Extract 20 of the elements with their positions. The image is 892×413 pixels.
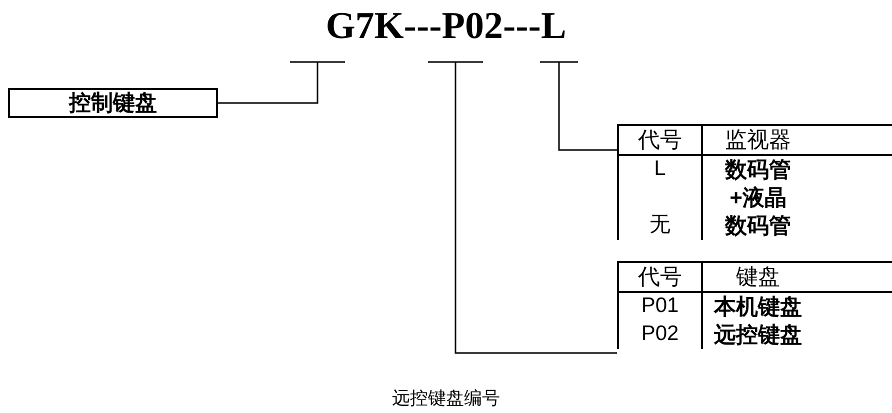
- table-cell-text: 远控键盘: [713, 321, 803, 349]
- table-cell-text: L: [653, 156, 667, 182]
- column-header: 监视器: [724, 126, 792, 154]
- column-header: 代号: [637, 126, 683, 154]
- table-cell-text: P02: [640, 321, 680, 347]
- table-cell-text: 本机键盘: [712, 293, 803, 321]
- figure-caption: 远控键盘编号: [392, 387, 500, 410]
- label-box: 控制键盘: [8, 88, 218, 118]
- table-cell-text: 数码管: [724, 212, 792, 240]
- column-header: 代号: [637, 263, 683, 291]
- code-table: [617, 261, 892, 349]
- table-cell-text: 无: [648, 212, 672, 238]
- leader-line: [217, 61, 346, 104]
- leader-line: [427, 61, 618, 354]
- leader-line: [539, 61, 618, 151]
- model-code: G7K---P02---L: [326, 4, 566, 48]
- code-table: [617, 124, 892, 240]
- table-cell-text: P01: [640, 293, 680, 319]
- column-header: 键盘: [735, 263, 781, 291]
- table-cell-text: 数码管+液晶: [724, 156, 792, 212]
